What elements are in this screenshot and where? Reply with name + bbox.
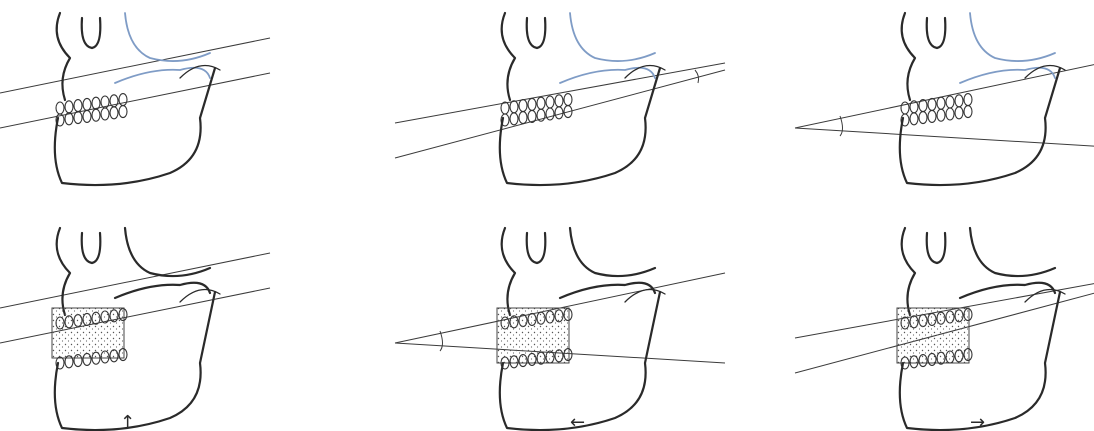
skull-sketch: [55, 13, 220, 185]
bone-graft-block: [497, 308, 569, 363]
nasal-aperture: [527, 18, 546, 48]
skull-profile: [902, 228, 915, 315]
tooth: [910, 113, 918, 125]
nasal-aperture: [527, 233, 546, 263]
tooth: [510, 113, 518, 125]
skull-profile: [57, 13, 70, 100]
reference-line: [0, 73, 270, 128]
tooth: [955, 95, 963, 107]
skull-sketch: ←: [497, 228, 665, 431]
panel-top-middle: [395, 13, 725, 185]
skull-profile: [902, 13, 915, 100]
angle-arc: [840, 116, 843, 136]
zygomatic-arch: [125, 13, 210, 61]
tooth: [964, 94, 972, 106]
tooth: [119, 106, 127, 118]
zygomatic-arch: [570, 13, 655, 61]
tooth: [555, 95, 563, 107]
nasal-aperture: [82, 233, 101, 263]
panel-bottom-right: →: [795, 228, 1094, 431]
tooth: [946, 108, 954, 120]
tooth: [510, 101, 518, 113]
tooth: [964, 106, 972, 118]
angle-arc: [695, 70, 699, 83]
nasal-aperture: [927, 18, 946, 48]
tooth: [537, 97, 545, 109]
bone-graft-block: [897, 308, 969, 363]
lower-teeth: [901, 106, 972, 126]
tooth: [928, 110, 936, 122]
tooth: [92, 109, 100, 121]
panel-top-left: [0, 13, 270, 185]
lower-teeth: [501, 106, 572, 126]
tooth: [74, 100, 82, 112]
skull-sketch: →: [897, 228, 1065, 431]
tooth: [555, 107, 563, 119]
tooth: [119, 94, 127, 106]
reference-line: [795, 128, 1094, 148]
tooth: [955, 107, 963, 119]
skull-profile: [57, 228, 70, 315]
zygomatic-arch: [125, 228, 210, 276]
tooth: [92, 97, 100, 109]
maxilla-outline: [560, 68, 655, 83]
tooth: [528, 98, 536, 110]
angle-arc: [440, 331, 443, 351]
mandible-outline: [900, 68, 1060, 185]
skull-profile: [502, 13, 515, 100]
mandible-outline: [500, 68, 660, 185]
tooth: [519, 100, 527, 112]
panel-top-right: [795, 13, 1094, 185]
mandible-outline: [55, 68, 215, 185]
skull-profile: [502, 228, 515, 315]
movement-arrow-right: →: [970, 412, 985, 431]
tooth: [56, 102, 64, 114]
upper-teeth: [901, 94, 972, 114]
panel-bottom-middle: ←: [395, 228, 725, 431]
zygomatic-arch: [570, 228, 655, 276]
tooth: [501, 102, 509, 114]
tooth: [564, 94, 572, 106]
panel-bottom-left: ↑: [0, 228, 270, 431]
maxilla-outline: [960, 283, 1055, 298]
reference-line: [0, 288, 270, 343]
tooth: [901, 102, 909, 114]
nasal-aperture: [927, 233, 946, 263]
tooth: [946, 96, 954, 108]
bone-graft-block: [52, 308, 124, 358]
tooth: [546, 96, 554, 108]
zygomatic-arch: [970, 228, 1055, 276]
tooth: [83, 98, 91, 110]
lower-teeth: [56, 106, 127, 126]
maxilla-outline: [115, 68, 210, 83]
tooth: [83, 110, 91, 122]
tooth: [528, 110, 536, 122]
skull-sketch: [900, 13, 1065, 185]
tooth: [928, 98, 936, 110]
maxilla-outline: [115, 283, 210, 298]
movement-arrow-up: ↑: [120, 412, 135, 431]
tooth: [546, 108, 554, 120]
tooth: [101, 108, 109, 120]
tooth: [65, 113, 73, 125]
tooth: [65, 101, 73, 113]
skull-sketch: ↑: [52, 228, 220, 431]
movement-arrow-left: ←: [570, 412, 585, 431]
tooth: [919, 112, 927, 124]
tooth: [919, 100, 927, 112]
tooth: [937, 97, 945, 109]
zygomatic-arch: [970, 13, 1055, 61]
tooth: [110, 107, 118, 119]
tooth: [74, 112, 82, 124]
upper-teeth: [501, 94, 572, 114]
nasal-aperture: [82, 18, 101, 48]
tooth: [937, 109, 945, 121]
tooth: [519, 112, 527, 124]
